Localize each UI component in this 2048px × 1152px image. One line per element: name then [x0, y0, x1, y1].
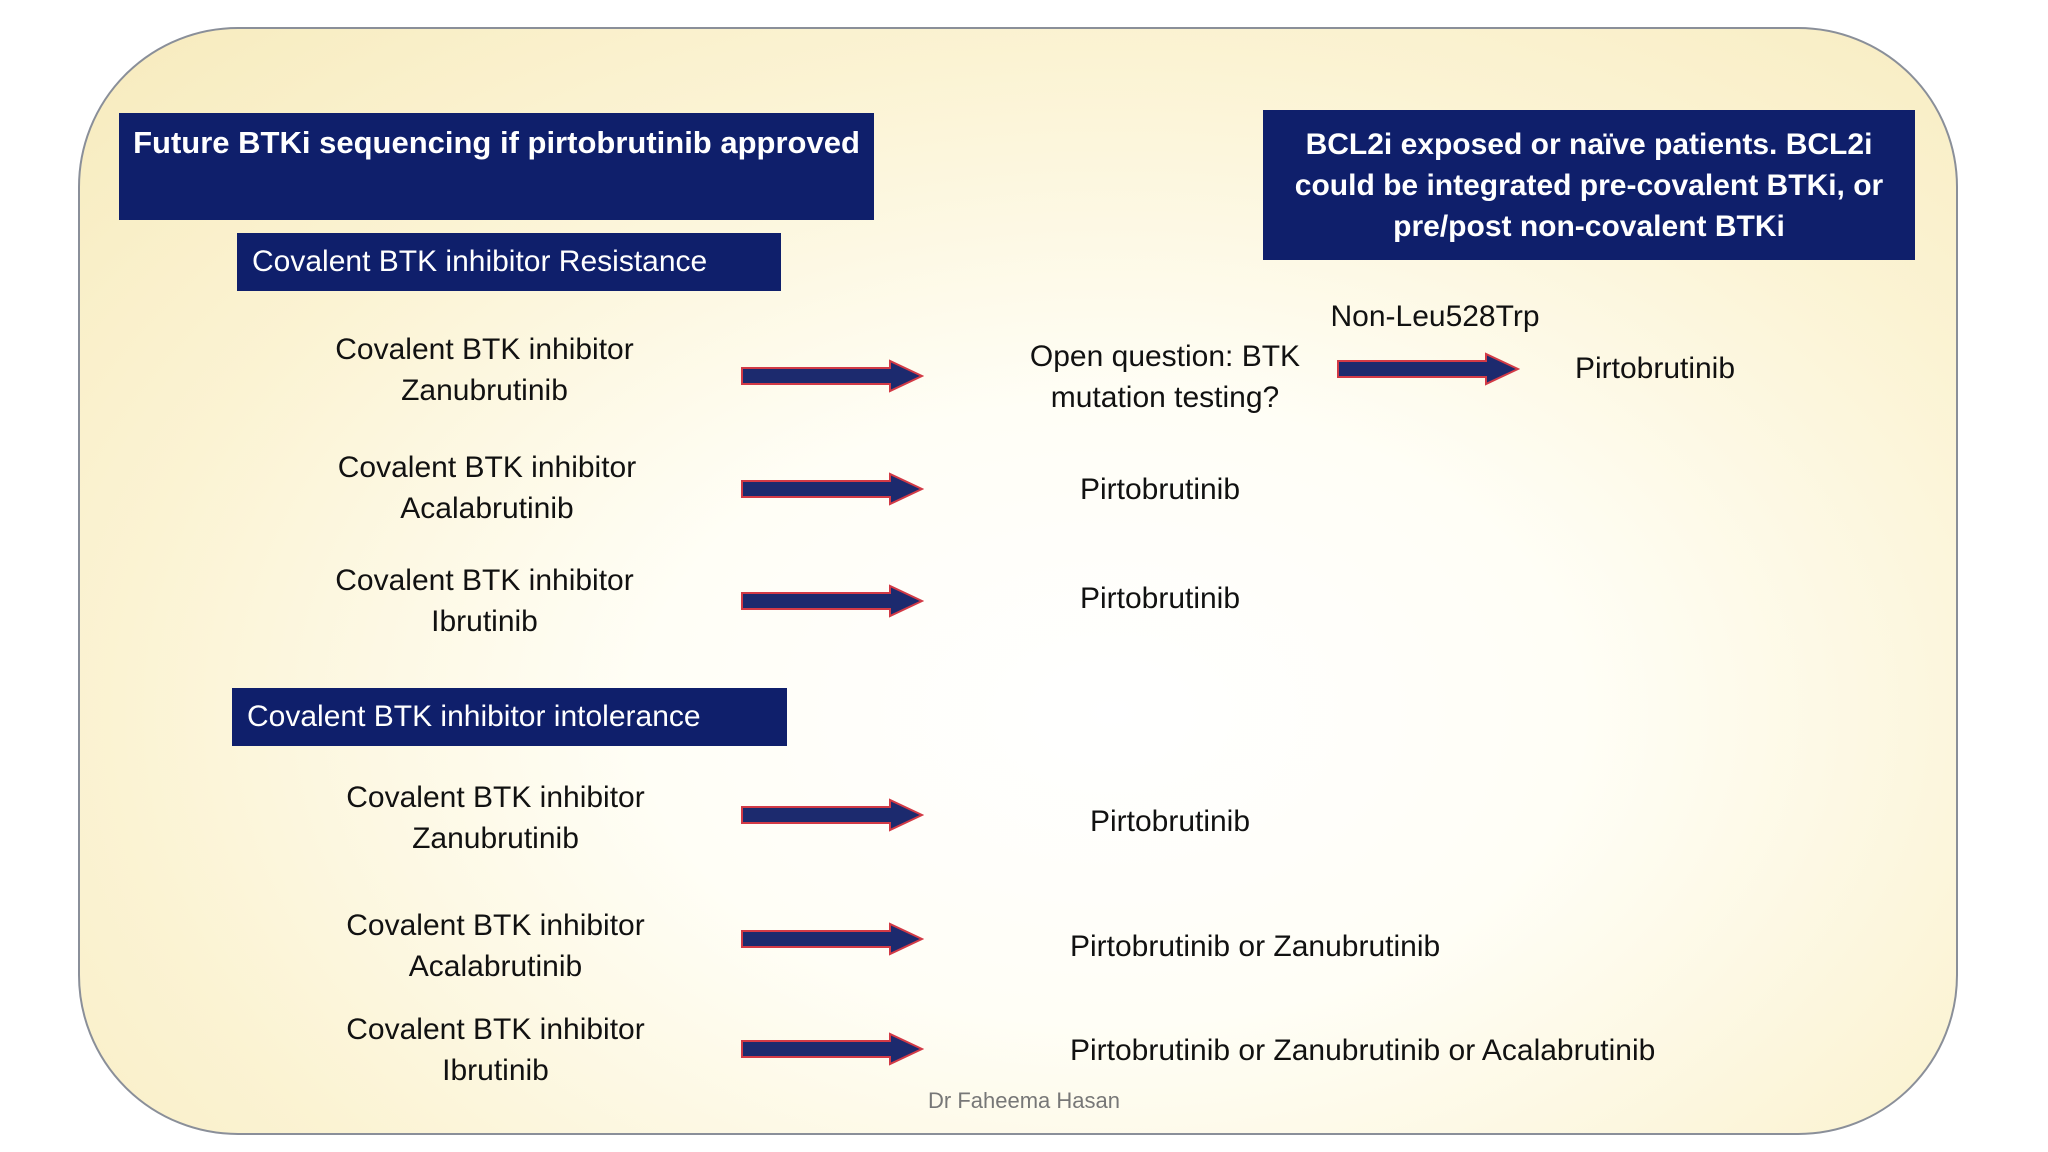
drug-class-label: Covalent BTK inhibitor: [335, 564, 634, 597]
drug-name-label: Ibrutinib: [442, 1054, 549, 1087]
drug-name-label: Acalabrutinib: [400, 492, 574, 525]
right-arrow-icon: [740, 922, 924, 956]
intolerance-header: Covalent BTK inhibitor intolerance: [232, 688, 787, 746]
resistance-header-label: Covalent BTK inhibitor Resistance: [252, 245, 708, 278]
drug-name-label: Zanubrutinib: [401, 374, 568, 407]
intolerance-drug-3: Covalent BTK inhibitor Ibrutinib: [328, 1009, 663, 1091]
drug-name-label: Acalabrutinib: [408, 950, 583, 983]
bcl2-note-box: BCL2i exposed or naïve patients. BCL2i c…: [1263, 110, 1915, 260]
author-footer: Dr Faheema Hasan: [928, 1088, 1120, 1113]
mutation-label: Non-Leu528Trp: [1330, 300, 1540, 333]
resistance-drug-2: Covalent BTK inhibitor Acalabrutinib: [317, 447, 657, 529]
resistance-result-1: Open question: BTK mutation testing?: [1029, 340, 1301, 414]
right-arrow-icon: [740, 472, 924, 506]
intolerance-result-1: Pirtobrutinib: [1089, 805, 1251, 838]
right-arrow-icon: [740, 798, 924, 832]
resistance-drug-3: Covalent BTK inhibitor Ibrutinib: [317, 560, 652, 642]
diagram-title: Future BTKi sequencing if pirtobrutinib …: [133, 125, 860, 160]
resistance-header: Covalent BTK inhibitor Resistance: [237, 233, 781, 291]
drug-class-label: Covalent BTK inhibitor: [346, 1013, 645, 1046]
right-arrow-icon: [740, 359, 924, 393]
right-arrow-icon: [740, 1032, 924, 1066]
intolerance-drug-2: Covalent BTK inhibitor Acalabrutinib: [328, 905, 663, 987]
bcl2-note-text: BCL2i exposed or naïve patients. BCL2i c…: [1294, 127, 1884, 243]
resistance-result-2: Pirtobrutinib: [1079, 473, 1241, 506]
intolerance-header-label: Covalent BTK inhibitor intolerance: [247, 700, 701, 733]
title-box: Future BTKi sequencing if pirtobrutinib …: [119, 113, 874, 220]
intolerance-result-3: Pirtobrutinib or Zanubrutinib or Acalabr…: [1070, 1034, 1656, 1067]
intolerance-result-2: Pirtobrutinib or Zanubrutinib: [1070, 930, 1441, 963]
drug-name-label: Ibrutinib: [431, 605, 538, 638]
intolerance-drug-1: Covalent BTK inhibitor Zanubrutinib: [328, 777, 663, 859]
resistance-result-3: Pirtobrutinib: [1079, 582, 1241, 615]
drug-class-label: Covalent BTK inhibitor: [346, 781, 645, 814]
drug-name-label: Zanubrutinib: [412, 822, 579, 855]
right-arrow-icon: [740, 584, 924, 618]
mutation-result: Pirtobrutinib: [1574, 352, 1736, 385]
drug-class-label: Covalent BTK inhibitor: [337, 451, 637, 484]
resistance-drug-1: Covalent BTK inhibitor Zanubrutinib: [317, 329, 652, 411]
drug-class-label: Covalent BTK inhibitor: [335, 333, 634, 366]
right-arrow-icon: [1336, 352, 1520, 386]
drug-class-label: Covalent BTK inhibitor: [346, 909, 645, 942]
